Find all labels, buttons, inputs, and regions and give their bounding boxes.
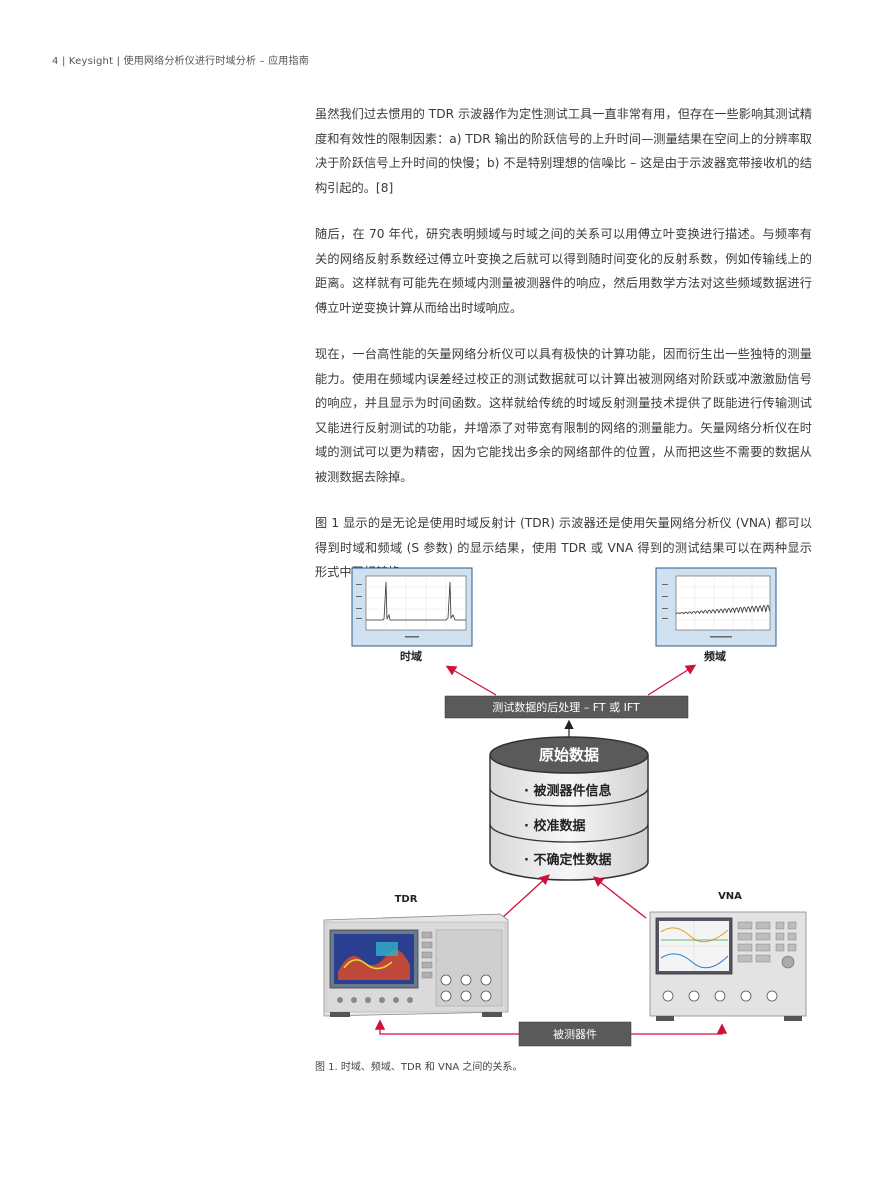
arrow-dut-to-tdr xyxy=(374,1019,519,1035)
arrow-dut-to-vna xyxy=(631,1023,728,1035)
raw-data-item-dut: · 被测器件信息 xyxy=(524,783,611,799)
paragraph-3: 现在，一台高性能的矢量网络分析仪可以具有极快的计算功能，因而衍生出一些独特的测量… xyxy=(315,347,812,484)
arrow-tdr-to-data xyxy=(501,874,550,919)
raw-data-cylinder xyxy=(489,736,649,881)
dut-label: 被测器件 xyxy=(553,1028,597,1041)
post-process-box xyxy=(444,695,689,719)
figure-diagram: 时域 频域 测试数据的后处理 – FT 或 IFT 原始数据 · 被测器件信息 … xyxy=(323,567,807,1047)
post-process-label: 测试数据的后处理 – FT 或 IFT xyxy=(492,700,640,714)
paragraph-1: 虽然我们过去惯用的 TDR 示波器作为定性测试工具一直非常有用，但存在一些影响其… xyxy=(315,107,812,195)
raw-data-title: 原始数据 xyxy=(539,746,599,764)
time-domain-label: 时域 xyxy=(400,649,422,663)
freq-domain-label: 频域 xyxy=(704,649,726,663)
arrow-vna-to-data xyxy=(592,876,647,919)
tdr-instrument xyxy=(323,913,509,1017)
arrow-to-time-domain xyxy=(445,665,497,696)
vna-label: VNA xyxy=(718,891,742,902)
paragraph-2: 随后，在 70 年代，研究表明频域与时域之间的关系可以用傅立叶变换进行描述。与频… xyxy=(315,227,812,315)
vna-instrument xyxy=(649,911,807,1021)
arrow-to-freq-domain xyxy=(647,664,697,696)
figure-1: 时域 频域 测试数据的后处理 – FT 或 IFT 原始数据 · 被测器件信息 … xyxy=(310,560,820,1055)
page-header: 4 | Keysight | 使用网络分析仪进行时域分析 – 应用指南 xyxy=(52,56,309,67)
freq-domain-plot xyxy=(655,567,777,647)
tdr-label: TDR xyxy=(395,894,418,905)
figure-caption: 图 1. 时域、频域、TDR 和 VNA 之间的关系。 xyxy=(315,1062,523,1073)
raw-data-item-cal: · 校准数据 xyxy=(524,818,585,834)
paragraph-4: 图 1 显示的是无论是使用时域反射计 (TDR) 示波器还是使用矢量网络分析仪 … xyxy=(315,516,812,579)
time-domain-plot xyxy=(351,567,473,647)
raw-data-item-uncert: · 不确定性数据 xyxy=(524,852,611,868)
body-text: 虽然我们过去惯用的 TDR 示波器作为定性测试工具一直非常有用，但存在一些影响其… xyxy=(315,102,812,607)
